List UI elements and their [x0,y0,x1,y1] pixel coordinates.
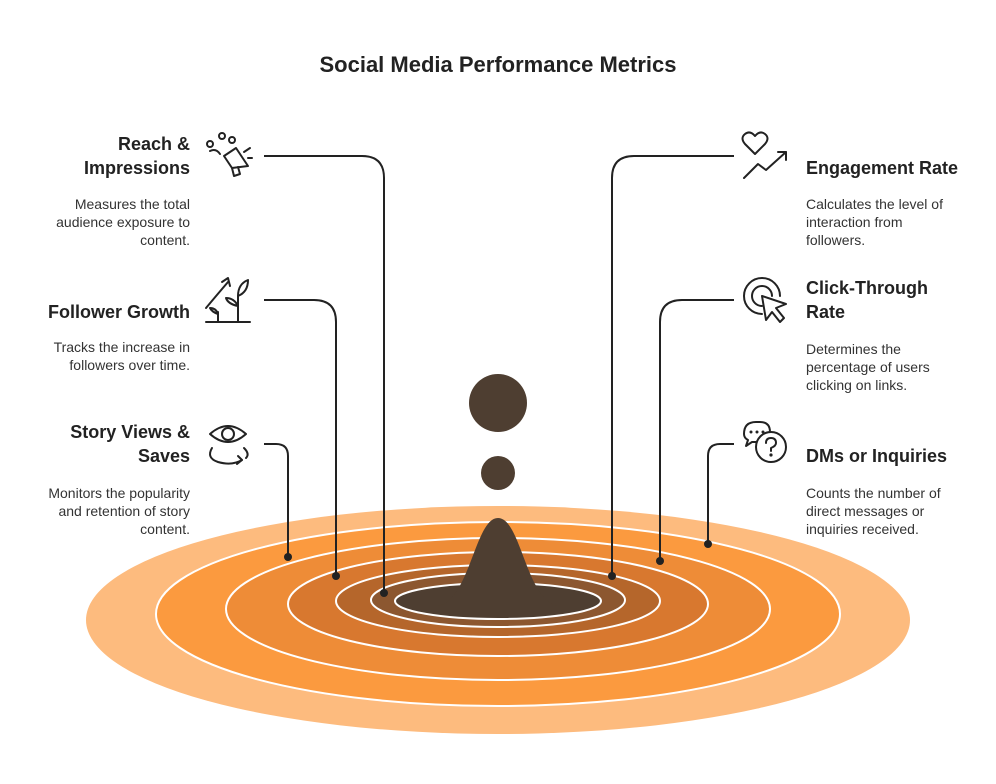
story-desc-line1: Monitors the popularity [48,485,190,501]
story-title-line2: Saves [137,446,190,466]
cursor-click-icon [743,277,787,323]
connector-dot-dms [704,540,712,548]
story-description: Monitors the popularity and retention of… [48,484,190,538]
ctr-description: Determines the percentage of users click… [806,340,930,394]
chat-question-icon [743,421,787,463]
connector-ctr [659,299,734,561]
reach-desc-line1: Measures the total [74,196,190,212]
connector-dot-engagement [608,572,616,580]
reach-desc-line3: content. [140,232,190,248]
reach-title: Reach & Impressions [84,132,190,180]
connector-dms [707,443,734,544]
reach-desc-line2: audience exposure to [56,214,190,230]
diagram-title: Social Media Performance Metrics [319,52,677,77]
connector-dot-follower [332,572,340,580]
dms-desc-line2: direct messages or [806,503,925,519]
connector-engagement [611,155,734,576]
connector-reach [264,155,385,593]
heart-trend-icon [741,131,787,179]
connector-dot-story [284,553,292,561]
story-title: Story Views & Saves [70,420,190,468]
droplet-large [469,374,527,432]
reach-description: Measures the total audience exposure to … [56,195,190,249]
story-desc-line3: content. [140,521,190,537]
engagement-title-line1: Engagement Rate [806,158,959,178]
story-desc-line2: and retention of story [58,503,190,519]
ctr-title-line2: Rate [806,302,846,322]
follower-desc-line1: Tracks the increase in [53,339,190,355]
engagement-description: Calculates the level of interaction from… [806,195,943,249]
engagement-desc-line3: followers. [806,232,866,248]
connector-dot-ctr [656,557,664,565]
engagement-desc-line1: Calculates the level of [806,196,943,212]
dms-desc-line1: Counts the number of [806,485,941,501]
ctr-desc-line1: Determines the [806,341,901,357]
follower-description: Tracks the increase in followers over ti… [54,338,190,374]
splash-peak [438,518,558,606]
dms-title-line1: DMs or Inquiries [806,446,948,466]
connector-dot-reach [380,589,388,597]
reach-title-line2: Impressions [83,158,190,178]
follower-title-line1: Follower Growth [48,302,190,322]
dms-title: DMs or Inquiries [806,444,947,468]
follower-desc-line2: followers over time. [69,357,190,373]
ctr-title: Click-Through Rate [806,276,928,324]
eye-refresh-icon [209,425,249,465]
reach-title-line1: Reach & [117,134,190,154]
ctr-desc-line3: clicking on links. [806,377,908,393]
plant-growth-icon [205,277,251,323]
story-title-line1: Story Views & [70,422,190,442]
connector-follower [264,299,337,576]
engagement-title: Engagement Rate [806,156,958,180]
megaphone-icon [206,132,253,177]
ctr-title-line1: Click-Through [806,278,928,298]
engagement-desc-line2: interaction from [806,214,903,230]
dms-desc-line3: inquiries received. [806,521,919,537]
dms-description: Counts the number of direct messages or … [806,484,941,538]
follower-title: Follower Growth [48,300,190,324]
connector-story [264,443,289,557]
ctr-desc-line2: percentage of users [806,359,930,375]
droplet-small [481,456,515,490]
